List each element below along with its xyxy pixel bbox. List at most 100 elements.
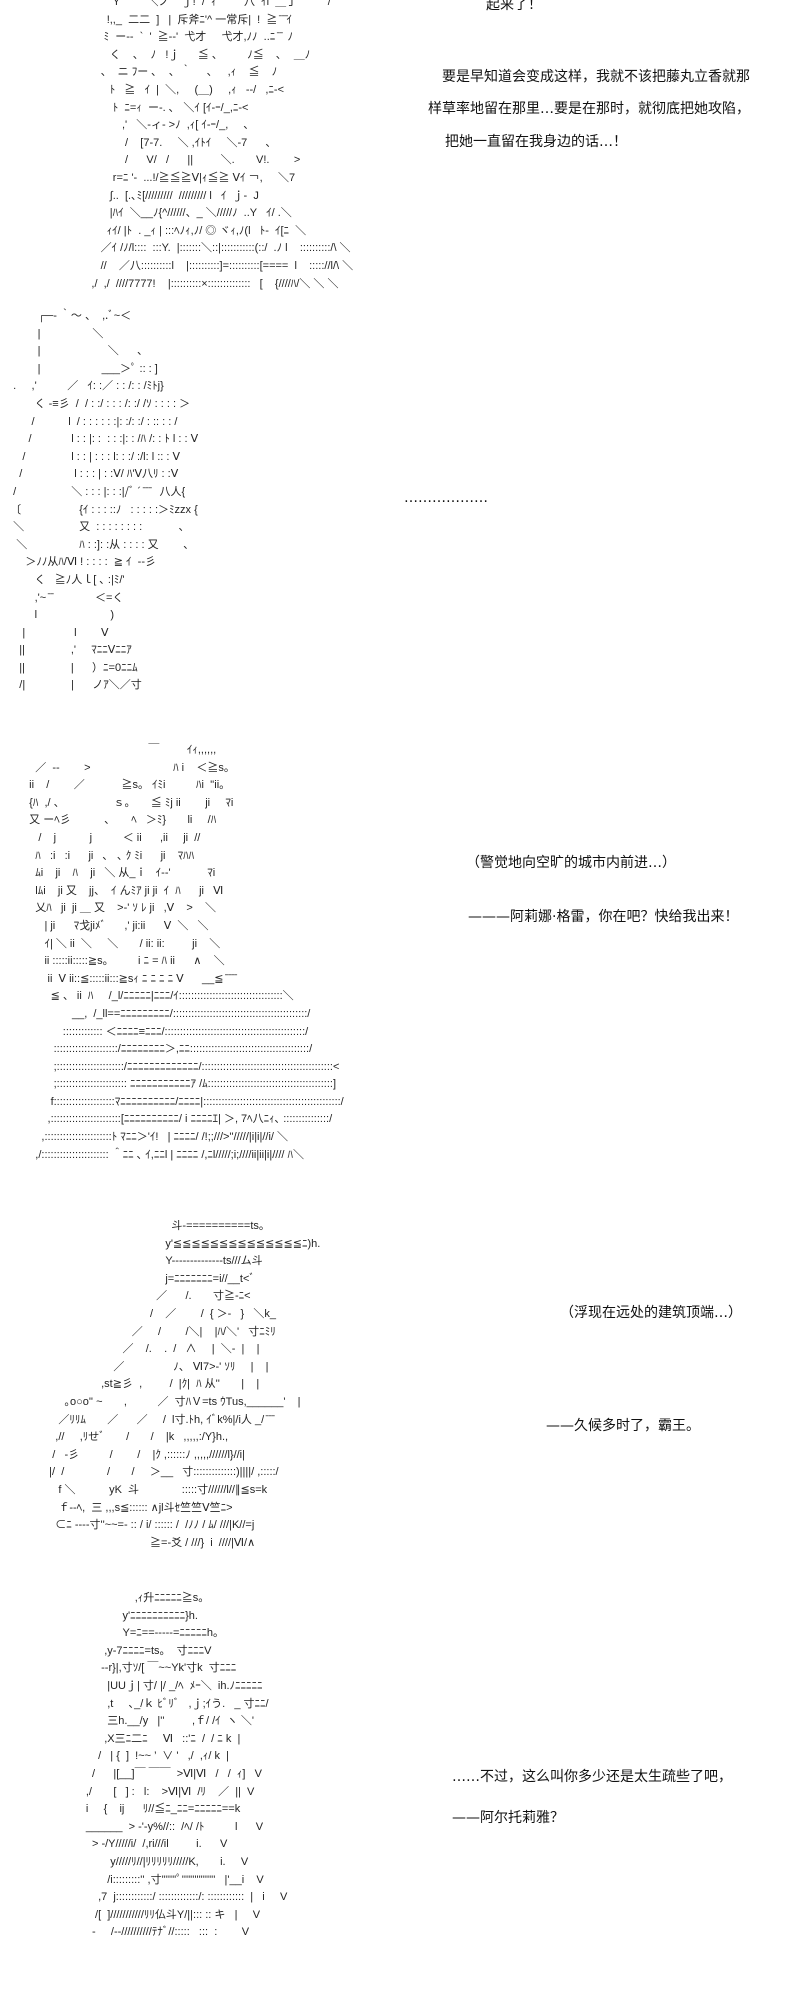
ascii-art-line: ii :::::ii:::::≧s。 i ﾆ = ﾊ ii ∧ ＼: [20, 955, 225, 968]
ascii-art-line: ﾐ ー-- ` ' ≧-‐' 弋才 弋才,ﾉﾉ ..ﾆ ̄ ̄ ﾉ: [70, 31, 293, 44]
ascii-art-line: i { ij ﾘ//≦ﾆ_ﾆﾆ=ﾆﾆﾆﾆﾆ==k: [40, 1803, 241, 1816]
ascii-art-line: || ,' ﾏﾆﾆⅤﾆﾆｱ: [4, 644, 132, 657]
ascii-art-line: ／ -- > ﾊ i ＜≧s。: [20, 761, 235, 774]
ascii-art-line: |ﾊｲ ＼__ﾉ{^//////、_ ＼/////ﾉ ..Y ｲ/ .＼: [70, 207, 292, 220]
panel-3-art: ￣ ｲｨ,,,,,, ／ -- > ﾊ i ＜≧s。 ii / ／ ≧s。 ｲﾐ…: [20, 742, 460, 1164]
ascii-art-line: ,y-7ﾆﾆﾆﾆ=ts。 寸ﾆﾆﾆV: [40, 1644, 212, 1657]
ascii-art-line: ／ /. . / ∧ | ＼- | |: [40, 1343, 260, 1356]
ascii-art-line: |UUｊ| 寸/ |/ _/ﾍ ﾒｰ＼ ih.ﾉﾆﾆﾆﾆﾆ: [40, 1679, 263, 1692]
ascii-art-line: ＼ ﾊ : :]: :从 : : : : 又 、: [4, 538, 195, 551]
panel-4-art: 斗-==========ts。 y'≦≦≦≦≦≦≦≦≦≦≦≦≦≦ﾆ)h. Y--…: [40, 1218, 490, 1552]
ascii-art-line: ＞ﾉﾉ从ﾊ/Ⅵ ! : : : : ≧ ｲ ‐‐彡: [4, 556, 156, 569]
ascii-art-line: lﾑi ji 又 jj、 ｲ んﾐｱ ji ji ｲ ﾊ ji Ⅵ: [20, 884, 224, 897]
ascii-art-line: ￣ ｲｨ,,,,,,: [20, 744, 217, 756]
ascii-art-line: |/ / / / ＞__ 寸::::::::::::::)||||/ ,::::…: [40, 1466, 279, 1479]
panel-4-line-1: （浮现在远处的建筑顶端…）: [560, 1305, 742, 1321]
panel-1-line-1: 起来了！: [486, 0, 542, 13]
panel-5-line-2: ——阿尔托莉雅？: [452, 1810, 564, 1826]
ascii-art-line: ,/ ,/ ////7777! |::::::::::×::::::::::::…: [70, 277, 339, 290]
ascii-art-line: /i:::::::::'' ,寸'''''''ﾟ''''''''''''''''…: [40, 1873, 264, 1886]
ascii-art-line: --r}|,寸ｿ/[ ￣~~Yk'寸k 寸ﾆﾆﾆ: [40, 1662, 237, 1675]
ascii-art-line: // ／八::::::::::l |::::::::::]=::::::::::…: [70, 259, 354, 272]
ascii-art-line: / ＼ : : : |: : :|/ﾞ ´ ̄ ̄ ̄ 八人{: [4, 485, 186, 498]
ascii-art-line: 〔 {ｲ : : : ::ﾉ : : : : :＞ﾐzzx {: [4, 503, 198, 516]
ascii-art-line: ,ｨ升ﾆﾆﾆﾆﾆ≧s。: [40, 1592, 210, 1604]
ascii-art-line: j=ﾆﾆﾆﾆﾆﾆﾆ=i//__t<ﾞ: [40, 1272, 255, 1285]
ascii-art-line: Y=ﾆ==-----=ﾆﾆﾆﾆﾆh。: [40, 1627, 224, 1640]
ascii-art-line: ┌─‐ ｀～ 、 ,.ﾞ~＜: [4, 310, 132, 322]
ascii-art-line: Y ＼ノ ｊ! / ｨ 八 ｲl ＿丁 ̄ ̄ ̄ ̄ /: [70, 0, 331, 8]
ascii-art-line: {ﾊ ,/ 、 ｓ。 ≦ ﾐj ii ji ﾏi: [20, 796, 234, 809]
ascii-art-line: ｨｲ/ |ﾄ . _ｨ | :::ﾍﾉｨ,ﾉ/ ◎ ヾｨ,ﾉ(l ﾄ- ｲ[ﾆ …: [70, 224, 307, 237]
ascii-art-line: ＼ 又 : : : : : : : : ､: [4, 521, 185, 534]
ascii-art-line: ,::::::::::::::::::::::ﾄ ﾏﾆﾆ＞'ｲ! | ﾆﾆﾆﾆ/…: [20, 1131, 289, 1144]
panel-3-line-2: ———阿莉娜·格雷，你在吧？快给我出来！: [468, 909, 739, 925]
ascii-art-line: 又 ーﾍ彡 ､ ﾍ ＞ﾐ} li /ﾊ: [20, 814, 217, 827]
ascii-art-line: / l / : : : : : :|: :/: :/ : :: : : /: [4, 415, 178, 428]
ascii-art-line: l ): [4, 609, 115, 622]
ascii-art-line: / |[__]￣ ￣￣ >Ⅵ|Ⅵ / / ｨ] V: [40, 1767, 262, 1780]
panel-4-line-2: ——久候多时了，霸王。: [546, 1418, 700, 1434]
ascii-art-line: / V/ / || ＼. V!. >: [70, 154, 301, 167]
ascii-art-line: / [7-7. ＼ ,ｲﾄｲ ＼-7 ､: [70, 136, 272, 149]
ascii-art-line: ,/:::::::::::::::::::::: ＾ﾆﾆ ､ ｲ,ﾆﾆl | ﾆ…: [20, 1148, 305, 1161]
ascii-art-line: く -≡彡 / / : :/ : : : /: :/ /ｿ : : : : ＞: [4, 397, 191, 410]
ascii-art-line: ,X三ﾆ二ﾆ Ⅵ ::'ﾆ / / ﾆ k |: [40, 1732, 241, 1745]
ascii-art-line: y'≦≦≦≦≦≦≦≦≦≦≦≦≦≦ﾆ)h.: [40, 1237, 321, 1250]
ascii-art-line: ,// ,ﾘせﾞ / / |k ,,,,,:/Y}h.,: [40, 1431, 229, 1444]
ascii-art-line: / l : : |: : : : :|: : /ﾊ /: : ﾄ l : : Ⅴ: [4, 433, 199, 446]
ascii-art-line: ｲ| ＼ ii ＼ ＼ / ii: ii: ji ＼: [20, 937, 221, 950]
ascii-art-line: ／ｲ /ﾉ/l:::: :::Y. |:::::::＼::|::::::::::…: [70, 242, 351, 255]
ascii-art-line: / ／ / { ＞- } ＼k_: [40, 1307, 276, 1320]
ascii-art-line: ∫.. [.､ﾐ[///////// ///////// l ｲ ｊ- J: [70, 189, 259, 202]
ascii-art-line: ,/ [ ] : l: >Ⅵ|Ⅵ /ﾘ ／ || V: [40, 1785, 255, 1798]
ascii-art-line: / l : : : | : :Ⅴ/ ﾊ'Ⅴ八ﾘ : :Ⅴ: [4, 468, 179, 481]
panel-2-line-1: ………………: [404, 490, 488, 506]
ascii-art-line: く ､ ﾉ !ｊ ≦ 、 ﾉ≦ ､ ＿ﾉ: [70, 48, 311, 61]
ascii-art-line: / | { ] !~~ ’ ∨ ' ,/ ,ｨ/ k |: [40, 1750, 229, 1763]
ascii-art-line: 三h.__/y |'' ,ｆ/ /ｲ ヽ ＼': [40, 1715, 254, 1728]
ascii-art-line: ii / ／ ≧s。 ｲﾐi ﾊi ''ii。: [20, 779, 231, 792]
ascii-art-line: r=ﾆ '- ...!/≧≦≧Ⅴ|ｨ≦≧ Ⅴｲ ￢, ＼7: [70, 171, 296, 184]
ascii-art-line: ,7 j::::::::::::/ :::::::::::::/: ::::::…: [40, 1891, 288, 1904]
ascii-art-line: | ＼ 、: [4, 345, 149, 358]
ascii-art-line: > -/Y/////i/ /,ri///il i. V: [40, 1838, 228, 1851]
ascii-art-line: / -彡 / / |ｸ ,::::::ﾉ ,,,,,//////l}//i|: [40, 1448, 245, 1461]
ascii-art-line: 乂ﾊ ji ji ＿ 又 >-' ｿ ﾚ ji ,Ⅴ > ＼: [20, 902, 217, 915]
ascii-art-line: /[ ]///////////ﾘﾘ仏斗Y/||::: :: キ | V: [40, 1908, 261, 1921]
panel-5-art: ,ｨ升ﾆﾆﾆﾆﾆ≧s。 y'ﾆﾆﾆﾆﾆﾆﾆﾆﾆﾆ}h. Y=ﾆ==-----=ﾆ…: [40, 1590, 440, 1942]
panel-3-line-1: （警觉地向空旷的城市内前进…）: [466, 855, 676, 871]
ascii-art-line: / j j ＜ ii ,ii ji //: [20, 831, 201, 844]
ascii-art-line: | l Ⅴ: [4, 626, 109, 639]
ascii-art-line: - /--//////////ﾃﾅﾞ//::::: ::: : V: [40, 1926, 250, 1939]
ascii-art-line: 、 ニ ﾌー ､ ､ ｀ ､ ,ｨ ≦ ﾉ: [70, 66, 278, 79]
ascii-art-line: く ≧ﾉ人ｌ[ ､ :|ﾐ/': [4, 573, 128, 586]
ascii-art-line: ::::::::::::: ＜ﾆﾆﾆﾆ≡ﾆﾆﾆ/::::::::::::::::…: [20, 1025, 309, 1038]
ascii-art-line: || | ）ﾆ=0ﾆﾆﾑ: [4, 661, 138, 674]
panel-1-line-2: 要是早知道会变成这样，我就不该把藤丸立香就那: [442, 69, 750, 85]
ascii-art-line: ≦ 、 ii ﾊ /_l/ﾆﾆﾆﾆﾆ|ﾆﾆﾆ/ｲ::::::::::::::::…: [20, 990, 294, 1003]
ascii-art-line: :::::::::::::::::::::/ﾆﾆﾆﾆﾆﾆﾆﾆ＞,ﾆﾆ::::::…: [20, 1043, 313, 1056]
ascii-art-line: 斗-==========ts。: [40, 1220, 270, 1232]
panel-5-line-1: ……不过，这么叫你多少还是太生疏些了吧，: [452, 1769, 732, 1785]
ascii-art-line: ｆ--ﾍ, 三 ,,,s≦:::::: ∧jl斗ｾ竺竺Ⅴ竺ﾆ>: [40, 1501, 233, 1514]
ascii-art-line: ／ / /＼| |ﾊ/＼' 寸ﾆﾐﾘ: [40, 1325, 276, 1338]
ascii-art-line: /| | ノｱ＼／寸: [4, 679, 142, 692]
ascii-art-line: ;::::::::::::::::::::::/ﾆﾆﾆﾆﾆﾆﾆﾆﾆﾆﾆﾆﾆ/::…: [20, 1060, 340, 1073]
ascii-art-line: __, /_ll==ﾆﾆﾆﾆﾆﾆﾆﾆﾆ/::::::::::::::::::::…: [20, 1007, 311, 1020]
ascii-art-line: ii Ⅴ ii::≦:::::ii:::≧sｨ ﾆ ﾆ ﾆ ﾆ Ⅴ __≦ ̄ …: [20, 972, 236, 985]
ascii-art-line: ≧=-爻 / ///} i ////|Ⅵ/∧: [40, 1536, 256, 1549]
ascii-art-line: ______ > -'-y%//:: /ﾍ/ /ﾄ l V: [40, 1820, 264, 1833]
ascii-art-line: y'ﾆﾆﾆﾆﾆﾆﾆﾆﾆﾆ}h.: [40, 1609, 198, 1622]
ascii-art-line: ﾊ :i :i ji ､ ､ ｸ ﾐi ji ﾏﾊﾊ: [20, 849, 195, 862]
ascii-art-line: ｡o○o'' ~ , ／ 寸ﾊＶ=ts ｳTus,______' |: [40, 1395, 301, 1408]
ascii-art-line: ﾄ ≧ ｲ | ＼, (＿) ,ｨ --/ ,ﾆ-<: [70, 83, 285, 96]
ascii-art-line: ,' ＼-ィ- >ﾉ ,ｨ[ ｲ-ｰ/_, ､: [70, 119, 250, 132]
panel-2-art: ┌─‐ ｀～ 、 ,.ﾞ~＜ | ＼ | ＼ 、 | ___＞ﾟ :: : ] …: [4, 308, 394, 695]
ascii-art-line: Y--------------ts///ム斗: [40, 1255, 263, 1268]
ascii-art-line: ,t ､_/ｋ ﾋﾞﾘﾞ ,ｊ;ｲう. _ 寸ﾆﾆ/: [40, 1697, 269, 1710]
ascii-art-line: / l : : | : : : l: : :/ :/l: l :: : Ⅴ: [4, 450, 181, 463]
ascii-art-line: f::::::::::::::::::::ﾏﾆﾆﾆﾆﾆﾆﾆﾆﾆﾆ/ﾆﾆﾆﾆ|::…: [20, 1095, 344, 1108]
ascii-art-line: !,,_ 二二 ] | 斥斧ﾆ'^ 一常斥| ! ≧ ̄ ̄ ̄ｲ: [70, 13, 293, 26]
ascii-art-line: ;::::::::::::::::::::::: ﾆﾆﾆﾆﾆﾆﾆﾆﾆﾆﾆｱ /ﾑ…: [20, 1078, 336, 1091]
